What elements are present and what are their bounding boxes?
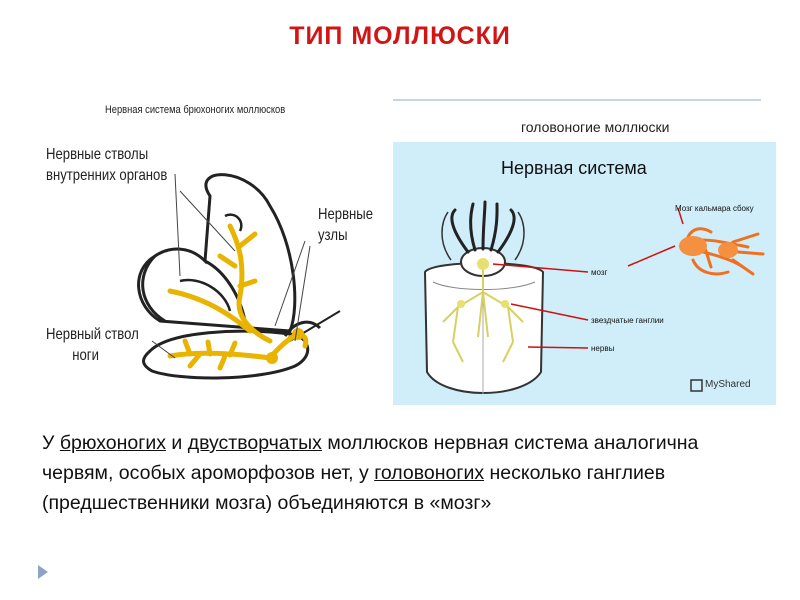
- slide-title: ТИП МОЛЛЮСКИ: [289, 22, 511, 50]
- myshared-brand: MyShared: [705, 379, 751, 390]
- squid-mantle: [423, 262, 545, 394]
- link-cephalopods[interactable]: головоногих: [374, 462, 485, 484]
- label-brain: мозг: [591, 268, 608, 277]
- label-nerves: нервы: [591, 344, 615, 353]
- myshared-logo-icon: [690, 379, 703, 392]
- gastropod-drawing: [137, 173, 341, 380]
- squid-brain: [477, 258, 489, 270]
- pointer-arrows: [492, 207, 684, 349]
- next-slide-arrow-icon[interactable]: [38, 565, 48, 579]
- link-bivalves[interactable]: двустворчатых: [187, 432, 322, 454]
- nerve-node: [292, 328, 304, 340]
- label-organ-trunks: Нервные стволы внутренних органов: [46, 146, 168, 184]
- cephalopod-drawing: [423, 200, 765, 394]
- label-foot-trunk: Нервный ствол ноги: [46, 326, 139, 364]
- divider-line: [393, 99, 761, 101]
- link-gastropods[interactable]: брюхоногих: [59, 432, 166, 454]
- label-squid-brain: Мозг кальмара сбоку: [675, 204, 754, 213]
- label-nerve-nodes: Нервные узлы: [318, 206, 374, 244]
- squid-nerves: [442, 262, 524, 363]
- squid-arms: [450, 200, 516, 254]
- gastropod-caption: Нервная система брюхоногих моллюсков: [105, 104, 286, 116]
- cephalopod-figure: Нервная система Мозг кальмара сбоку мозг…: [393, 142, 776, 405]
- body-paragraph: У брюхоногих и двустворчатых моллюсков н…: [42, 432, 699, 514]
- pointer-lines: [151, 173, 311, 359]
- cephalopod-heading: головоногие моллюски: [521, 119, 670, 135]
- squid-title: Нервная система: [501, 158, 647, 178]
- nerve-node: [266, 352, 278, 364]
- label-stellate-ganglia: звездчатые ганглии: [591, 316, 664, 325]
- gastropod-figure: Нервная система брюхоногих моллюсков Нер…: [40, 96, 385, 396]
